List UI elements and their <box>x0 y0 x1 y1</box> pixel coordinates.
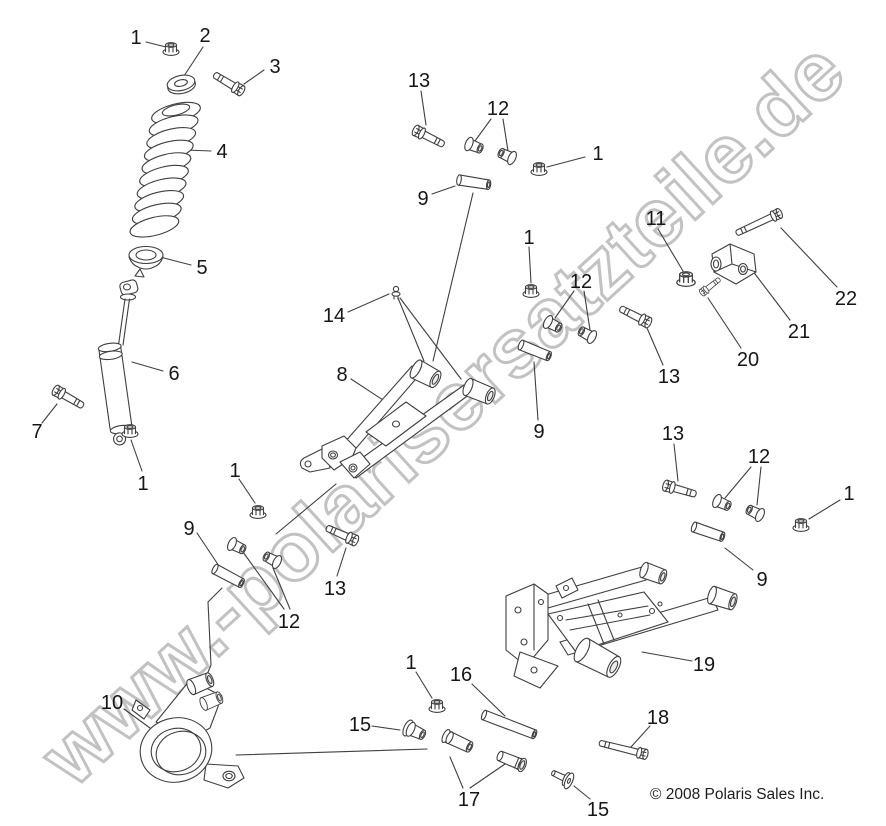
part-long-bolt <box>597 736 650 761</box>
callout-label: 1 <box>137 473 148 495</box>
callout-label: 10 <box>101 692 123 714</box>
callout-label: 14 <box>323 305 345 327</box>
callout-label: 12 <box>487 98 509 120</box>
callout-label: 12 <box>570 271 592 293</box>
part-flange-nut <box>162 42 180 56</box>
callout-label: 11 <box>646 208 667 230</box>
part-sleeve <box>441 728 474 753</box>
part-pivot-bracket <box>710 243 757 285</box>
callout-label: 15 <box>349 714 371 736</box>
callout-label: 6 <box>168 363 179 385</box>
part-bolt <box>410 123 448 151</box>
callout-label: 1 <box>130 27 141 49</box>
part-pivot-bolt <box>697 275 723 298</box>
callout-label: 13 <box>324 578 346 600</box>
part-flange-nut <box>530 162 548 176</box>
callout-label: 21 <box>788 321 810 343</box>
callout-label: 2 <box>199 25 210 47</box>
part-grease-fitting <box>391 285 401 300</box>
callout-label: 8 <box>336 364 347 386</box>
callout-label: 17 <box>458 789 480 811</box>
part-upper-control-arm <box>299 359 496 479</box>
callout-label: 1 <box>592 143 603 165</box>
part-flange-nut <box>792 518 810 532</box>
callout-label: 9 <box>756 569 767 591</box>
callout-label: 13 <box>658 366 680 388</box>
part-bushing <box>710 492 734 514</box>
part-pivot-shaft <box>480 709 538 740</box>
callout-label: 5 <box>196 257 207 279</box>
callout-label: 13 <box>662 423 684 445</box>
part-lower-control-arm <box>505 561 738 689</box>
part-flange-nut <box>249 505 267 519</box>
callout-label: 9 <box>417 188 428 210</box>
part-flange-nut <box>522 284 540 298</box>
callout-label: 20 <box>737 349 759 371</box>
copyright-text: © 2008 Polaris Sales Inc. <box>650 786 824 803</box>
callout-label: 16 <box>450 664 472 686</box>
callout-label: 9 <box>183 518 194 540</box>
part-bracket-bolt <box>733 206 785 239</box>
part-shoulder-screw <box>551 770 575 790</box>
part-spacer-pin <box>689 520 727 543</box>
callout-label: 1 <box>523 227 534 249</box>
part-sleeve <box>496 750 527 773</box>
callout-label: 15 <box>587 799 609 821</box>
callout-label: 3 <box>269 56 280 78</box>
part-bolt <box>616 302 654 330</box>
part-bolt <box>660 478 699 501</box>
part-flange-nut <box>121 424 139 438</box>
callout-label: 18 <box>647 707 669 729</box>
callout-label: 9 <box>533 421 544 443</box>
part-bushing <box>743 501 767 524</box>
callout-label: 1 <box>405 652 416 674</box>
callout-label: 4 <box>216 141 227 163</box>
callout-label: 1 <box>229 460 240 482</box>
callout-label: 12 <box>278 611 300 633</box>
part-rear-knuckle <box>131 672 245 789</box>
part-bolt <box>49 383 87 412</box>
callout-label: 1 <box>843 483 854 505</box>
callout-labels: 1 2 3 4 5 6 7 1 1 9 12 13 10 14 8 13 12 … <box>31 25 857 821</box>
part-bushing <box>495 144 519 167</box>
part-shock-absorber <box>97 279 139 446</box>
part-flanged-bushing <box>402 719 427 740</box>
part-spring-washer <box>166 74 196 95</box>
part-spacer-pin <box>455 173 492 191</box>
callout-label: 7 <box>31 421 42 443</box>
part-pivot-nut <box>676 271 696 287</box>
callout-label: 19 <box>693 654 715 676</box>
part-spring-retainer <box>128 245 164 278</box>
part-bolt <box>210 68 248 98</box>
leader-lines <box>41 41 841 800</box>
part-flange-nut <box>428 699 446 713</box>
part-coil-spring <box>129 101 201 238</box>
callout-label: 22 <box>835 288 857 310</box>
part-bushing <box>462 135 486 157</box>
callout-label: 12 <box>748 446 770 468</box>
callout-label: 13 <box>408 70 430 92</box>
